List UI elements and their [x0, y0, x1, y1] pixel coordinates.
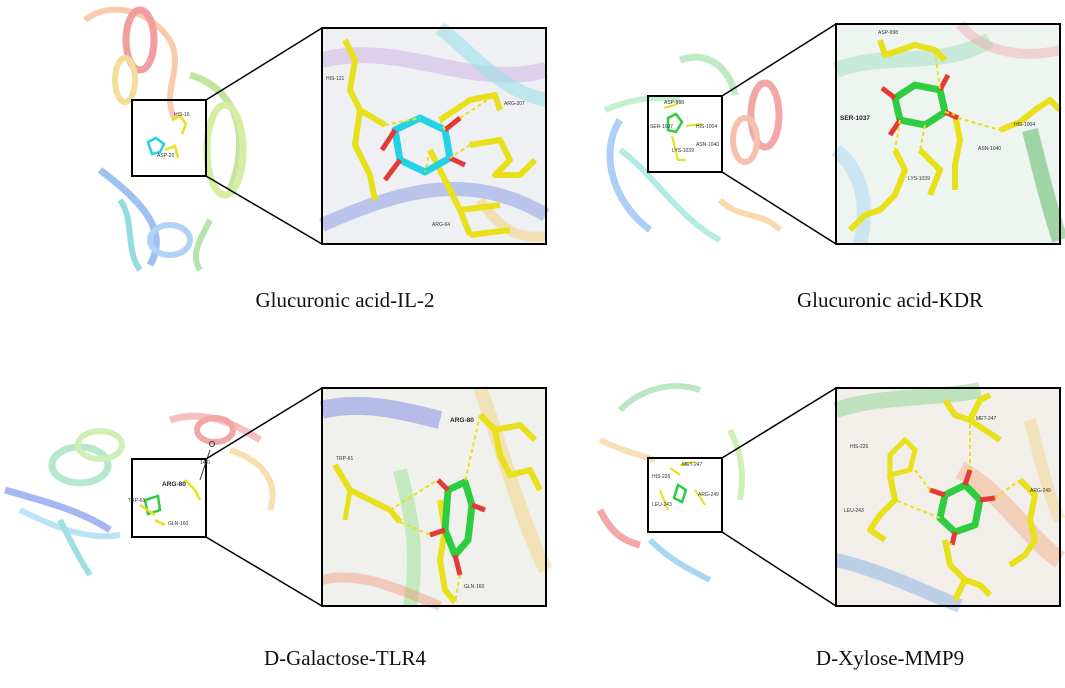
kdr-overview-label: LYS-1039 — [672, 148, 694, 154]
tlr4-overview-label: TRP-61 — [128, 498, 145, 504]
kdr-zoom-view — [831, 20, 1065, 246]
mmp9-overview-box — [647, 457, 723, 533]
il2-protein-overview — [83, 6, 247, 272]
kdr-caption: Glucuronic acid-KDR — [796, 288, 984, 312]
tlr4-zoom-view — [319, 385, 553, 611]
il2-overview-label: HIS-16 — [174, 112, 190, 118]
mmp9-overview-ligand — [659, 461, 706, 511]
il2-figure: HIS-16 ASP-20 — [83, 6, 550, 272]
tlr4-connector-bottom — [205, 536, 323, 607]
panel-tlr4: 14.0 ARG-80 TRP-61 GLN-160 — [0, 340, 560, 683]
kdr-overview-label: HIS-1004 — [696, 124, 717, 130]
kdr-zoom-label: ASN-1040 — [978, 146, 1001, 152]
mmp9-caption: D-Xylose-MMP9 — [815, 646, 965, 670]
panel-mmp9: MET-247 HIS-226 ARG-249 LEU-243 — [560, 340, 1065, 683]
mmp9-zoom-label: MET-247 — [976, 416, 997, 422]
kdr-connector-bottom — [721, 171, 837, 245]
kdr-overview-ligand — [663, 103, 703, 161]
mmp9-overview-label: MET-247 — [682, 462, 703, 468]
kdr-figure: ASP-998 SER-1037 HIS-1004 ASN-1040 LYS-1… — [603, 20, 1065, 246]
kdr-overview-label: ASN-1040 — [696, 142, 719, 148]
tlr4-zoom-label: GLN-160 — [464, 584, 485, 590]
kdr-zoom-label: HIS-1004 — [1014, 122, 1035, 128]
kdr-protein-overview — [603, 53, 783, 243]
mmp9-figure: MET-247 HIS-226 ARG-249 LEU-243 — [596, 382, 1065, 613]
kdr-zoom-label: ASP-998 — [878, 30, 898, 36]
il2-zoom-label: ARG-207 — [504, 101, 525, 107]
panel-il2: HIS-16 ASP-20 — [0, 0, 560, 340]
il2-zoom-view — [319, 22, 550, 245]
mmp9-protein-overview — [596, 383, 745, 583]
kdr-zoom-label: LYS-1039 — [908, 176, 930, 182]
il2-connector-bottom — [205, 175, 323, 245]
mmp9-connector-bottom — [721, 531, 837, 607]
il2-caption: Glucuronic acid-IL-2 — [255, 288, 435, 312]
mmp9-overview-label: ARG-249 — [698, 492, 719, 498]
tlr4-zoom-label: ARG-80 — [450, 417, 474, 424]
il2-zoom-label: ARG-64 — [432, 222, 450, 228]
kdr-connector-top — [721, 23, 837, 97]
kdr-overview-label: SER-1037 — [650, 124, 673, 130]
tlr4-caption: D-Galactose-TLR4 — [263, 646, 427, 670]
tlr4-overview-label: 14.0 — [200, 460, 210, 466]
tlr4-connector-top — [205, 387, 323, 460]
il2-zoom-label: HIS-121 — [326, 76, 345, 82]
il2-connector-top — [205, 27, 323, 101]
mmp9-overview-label: LEU-243 — [652, 502, 672, 508]
mmp9-overview-label: HIS-226 — [652, 474, 671, 480]
il2-overview-box — [131, 99, 207, 177]
mmp9-zoom-label: HIS-226 — [850, 444, 869, 450]
tlr4-overview-label: ARG-80 — [162, 481, 186, 488]
tlr4-overview-box — [131, 458, 207, 538]
tlr4-overview-label: GLN-160 — [168, 521, 189, 527]
il2-overview-label: ASP-20 — [157, 153, 174, 159]
il2-overview-ligand — [146, 114, 188, 159]
tlr4-figure: 14.0 ARG-80 TRP-61 GLN-160 — [4, 385, 553, 611]
tlr4-protein-overview — [4, 412, 276, 577]
kdr-overview-box — [647, 95, 723, 173]
mmp9-zoom-label: LEU-243 — [844, 508, 864, 514]
panel-kdr: ASP-998 SER-1037 HIS-1004 ASN-1040 LYS-1… — [560, 0, 1065, 340]
mmp9-zoom-view — [833, 382, 1065, 613]
kdr-zoom-label: SER-1037 — [840, 115, 870, 122]
tlr4-overview-ligand — [139, 441, 215, 527]
kdr-overview-label: ASP-998 — [664, 100, 684, 106]
mmp9-connector-top — [721, 387, 837, 459]
mmp9-zoom-label: ARG-249 — [1030, 488, 1051, 494]
tlr4-zoom-label: TRP-61 — [336, 456, 353, 462]
